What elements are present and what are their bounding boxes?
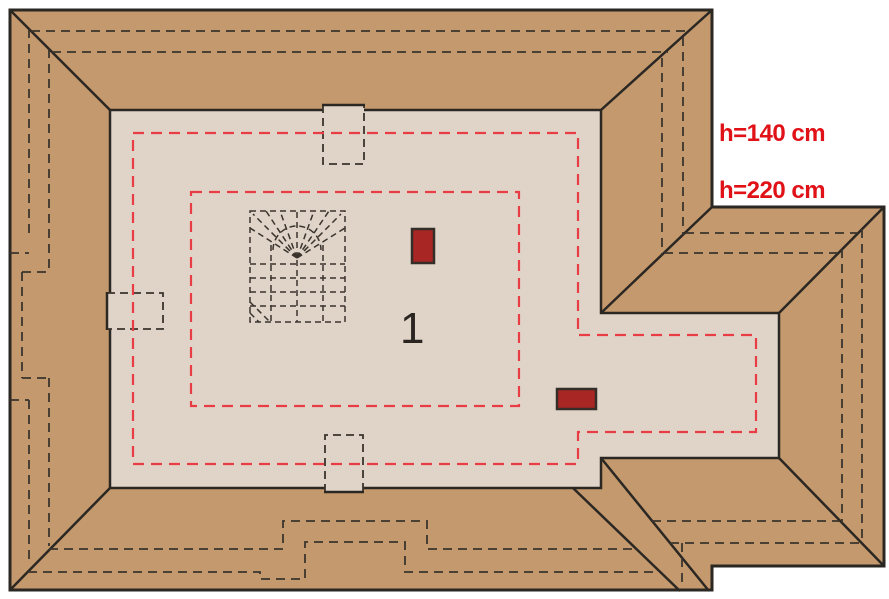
height-line-140 (131, 131, 758, 466)
height-label-140: h=140 cm (719, 120, 825, 147)
staircase (249, 210, 346, 323)
stair-walk-arc (272, 225, 322, 251)
stair-bottom-winders (249, 301, 271, 323)
chimney-2 (555, 387, 598, 411)
height-label-220: h=220 cm (719, 177, 825, 204)
chimney-1 (410, 227, 436, 265)
stair-winder-fan (249, 210, 346, 259)
dormer-opening-left (105, 292, 164, 330)
lower-storey-dashed-contour (10, 29, 863, 588)
roof-hip-lines (9, 9, 885, 592)
height-line-220 (189, 190, 521, 408)
room-number-label: 1 (400, 304, 424, 353)
